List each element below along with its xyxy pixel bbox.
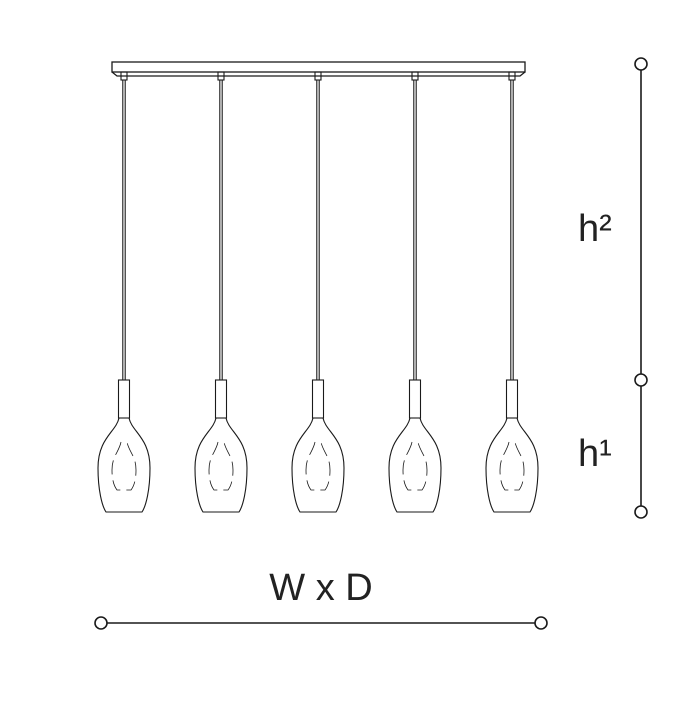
- pendant-lamp: [97, 71, 151, 513]
- height-mid-marker: [634, 373, 648, 387]
- glass-inner-contour: [402, 441, 428, 491]
- width-depth-label: W x D: [269, 567, 372, 609]
- pendant-lamp: [194, 71, 248, 513]
- height-total-label: h²: [578, 208, 612, 250]
- width-dimension-line: [94, 616, 548, 630]
- cord-connector: [411, 71, 419, 81]
- glass-inner-contour: [111, 441, 137, 491]
- height-lamp-label: h¹: [578, 433, 612, 475]
- pendant-lamp: [291, 71, 345, 513]
- glass-shade: [194, 417, 248, 513]
- pendant-lamp: [485, 71, 539, 513]
- glass-inner-contour: [499, 441, 525, 491]
- cord-connector: [217, 71, 225, 81]
- glass-inner-contour: [305, 441, 331, 491]
- pendant-lamps: [97, 71, 539, 513]
- height-dimension-line: [634, 57, 648, 519]
- height-bottom-marker: [634, 505, 648, 519]
- glass-shade: [97, 417, 151, 513]
- width-left-marker: [94, 616, 108, 630]
- height-top-marker: [634, 57, 648, 71]
- glass-inner-contour: [208, 441, 234, 491]
- glass-shade: [291, 417, 345, 513]
- glass-shade: [485, 417, 539, 513]
- cord-connector: [314, 71, 322, 81]
- lamp-socket: [505, 379, 519, 419]
- cord-connector: [508, 71, 516, 81]
- lamp-socket: [117, 379, 131, 419]
- lamp-socket: [214, 379, 228, 419]
- cord-connector: [120, 71, 128, 81]
- ceiling-canopy: [111, 61, 526, 77]
- glass-shade: [388, 417, 442, 513]
- pendant-lamp: [388, 71, 442, 513]
- width-right-marker: [534, 616, 548, 630]
- lamp-socket: [311, 379, 325, 419]
- lamp-socket: [408, 379, 422, 419]
